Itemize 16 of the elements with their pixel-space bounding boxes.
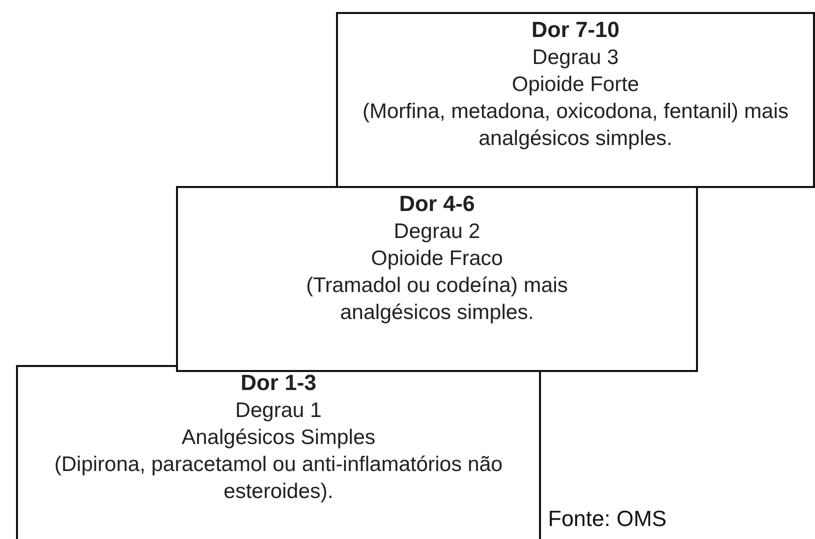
step-level-text: Degrau 3 xyxy=(532,45,619,71)
step-heading: Dor 4-6 xyxy=(399,190,475,217)
drug-examples-text: (Tramadol ou codeína) mais analgésicos simples. xyxy=(305,273,569,326)
step-heading: Dor 1-3 xyxy=(240,369,316,396)
drug-class-text: Opioide Fraco xyxy=(371,246,503,272)
drug-examples-text: (Dipirona, paracetamol ou anti-inflamatórios não esteroides). xyxy=(53,452,504,505)
step-level-text: Degrau 1 xyxy=(235,398,322,424)
drug-class-text: Analgésicos Simples xyxy=(182,425,376,451)
step-box xyxy=(16,365,541,539)
step-box xyxy=(336,12,815,188)
step-heading: Dor 7-10 xyxy=(531,16,620,43)
step-level-text: Degrau 2 xyxy=(394,219,480,245)
step-box xyxy=(176,186,698,372)
drug-examples-text: (Morfina, metadona, oxicodona, fentanil) mais analgésicos simples. xyxy=(361,99,790,152)
drug-class-text: Opioide Forte xyxy=(512,72,640,98)
source-note: Fonte: OMS xyxy=(548,506,667,532)
